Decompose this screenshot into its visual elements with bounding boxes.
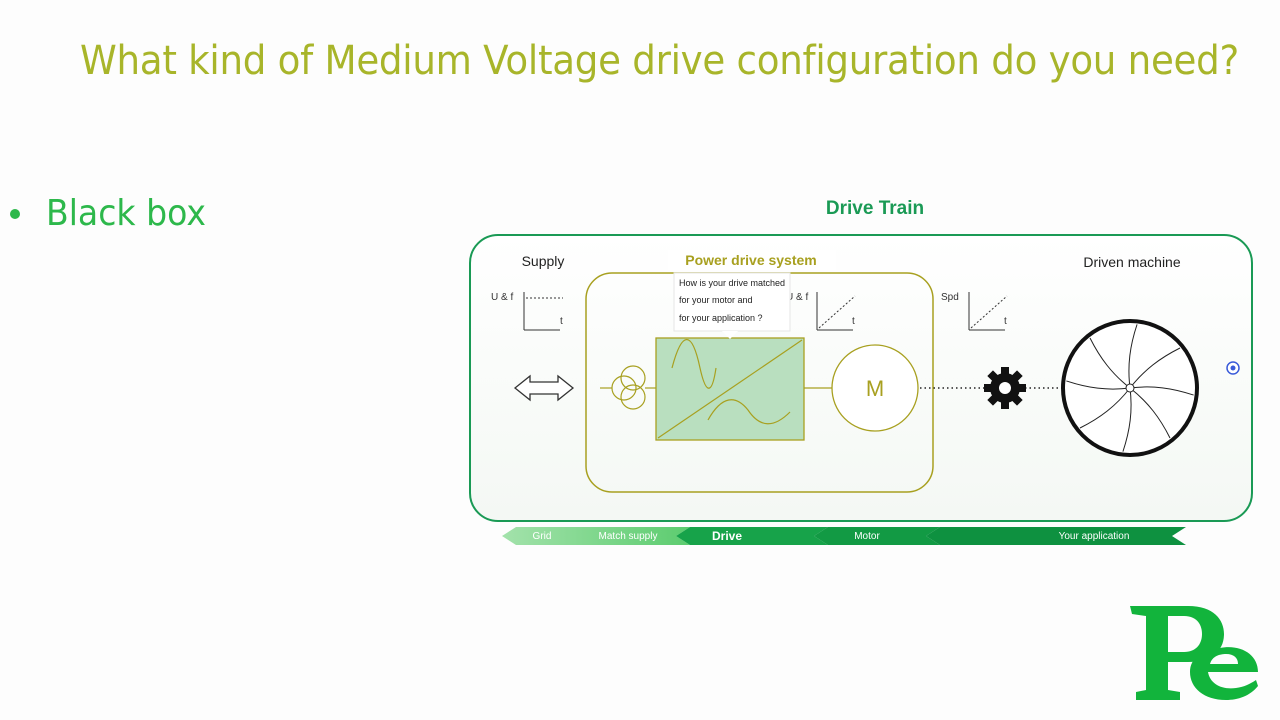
arrow-label-match-supply: Match supply [599,531,658,542]
drive-train-title: Drive Train [826,198,924,219]
double-arrow-icon [513,374,575,402]
gear-icon [984,367,1026,409]
callout-line-2: for your motor and [679,295,753,305]
arrow-segment-drive [676,527,828,545]
fan-icon [1061,319,1199,457]
machine-time-label: t [1004,316,1007,327]
bullet-dot [10,208,20,219]
cursor-dot-icon [1226,361,1240,375]
transformer-icon [600,365,656,410]
machine-graph: Spd t [941,292,1008,331]
arrow-label-application: Your application [1059,531,1130,542]
drive-graph-label: U & f [786,292,808,303]
arrow-segment-application [926,527,1186,545]
bullet-text: Black box [46,193,207,234]
drive-time-label: t [852,316,855,327]
supply-time-label: t [560,316,563,327]
arrow-label-drive: Drive [712,529,742,543]
callout-box: How is your drive matched for your motor… [673,272,791,339]
arrow-label-grid: Grid [533,531,552,542]
converter-icon [655,337,805,441]
supply-label: Supply [522,253,565,269]
slide-title: What kind of Medium Voltage drive config… [80,38,1239,84]
driven-machine-label: Driven machine [1083,254,1180,270]
supply-graph: U & f t [491,292,563,331]
supply-graph-label: U & f [491,292,513,303]
callout-line-3: for your application ? [679,313,763,323]
arrow-segment-motor [814,527,940,545]
bullet-item: Black box [10,193,220,234]
motor-symbol: M [866,376,884,401]
power-drive-label: Power drive system [685,252,817,268]
arrow-label-motor: Motor [854,531,880,542]
pe-logo-icon [1130,606,1258,700]
callout-line-1: How is your drive matched [679,278,785,288]
arrow-segment-supply [502,527,690,545]
machine-graph-label: Spd [941,292,959,303]
motor-circle [831,344,919,432]
arrow-bar: Grid Match supply Drive Motor Your appli… [502,527,1186,545]
drive-graph: U & f t [786,292,856,331]
